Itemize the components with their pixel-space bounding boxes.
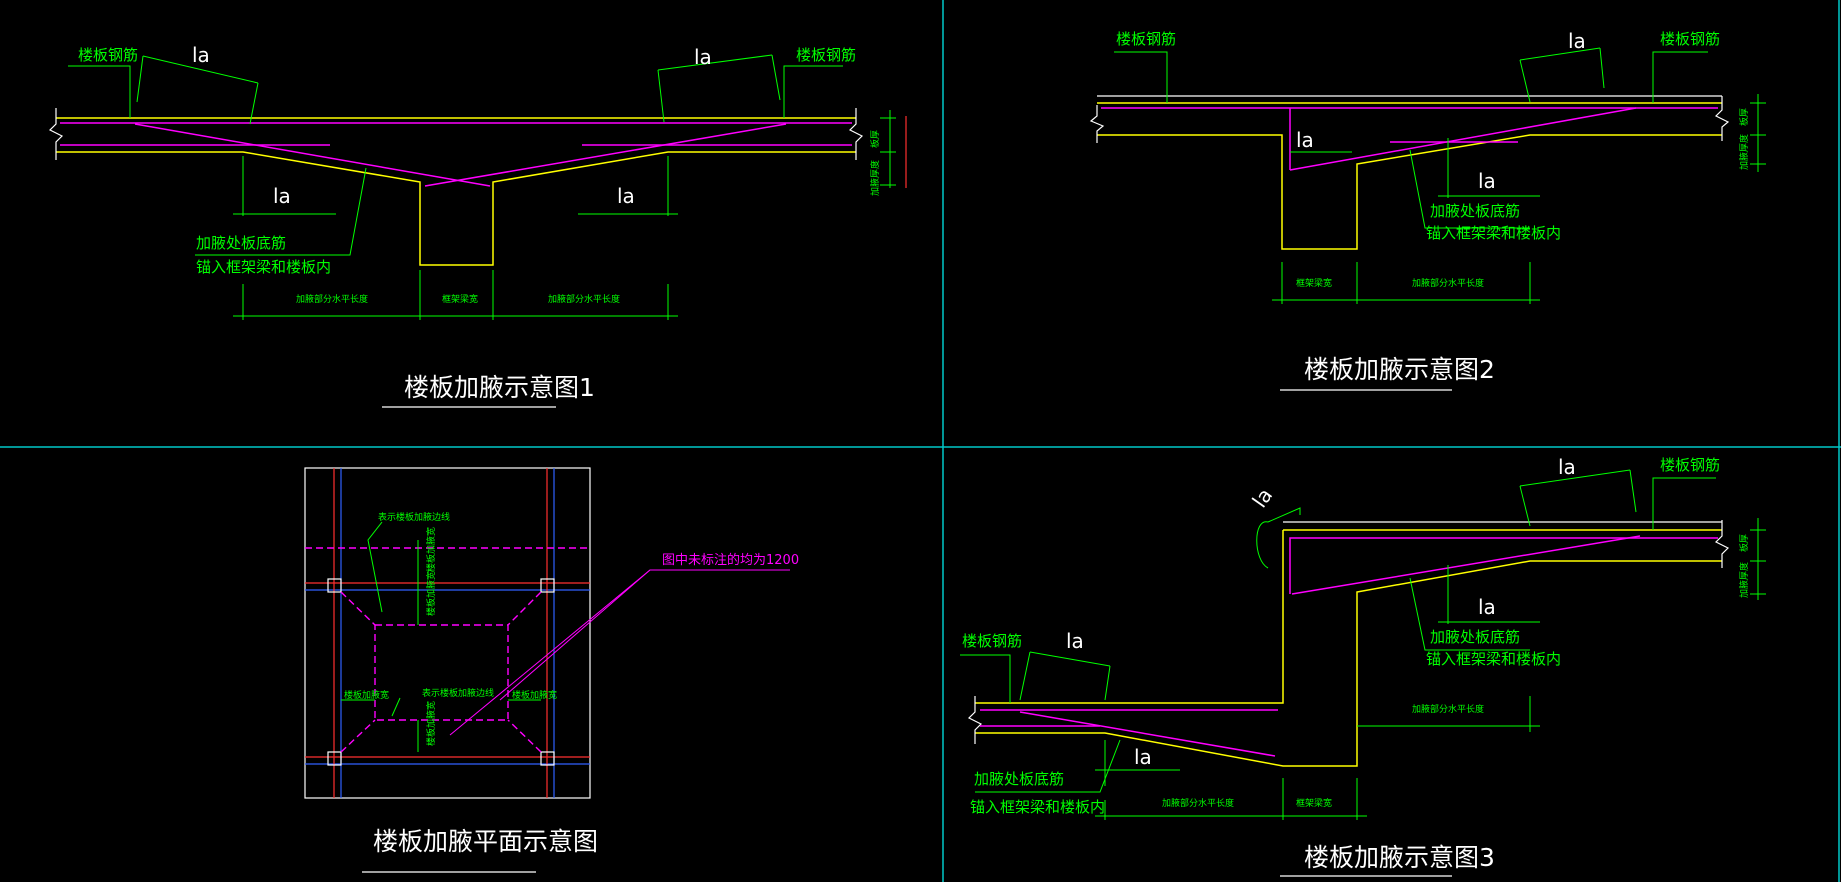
fig1-slab-rebar-label-right: 楼板钢筋 [796,46,856,64]
fig2-dim-haunch-label: 加腋部分水平长度 [1412,277,1484,289]
plan-width-label-2: 楼板加腋宽 [512,689,557,701]
fig3-dimensions [960,469,1766,820]
plan-width-label-4: 楼板加腋宽 [425,571,437,616]
fig2-dim-beam-label: 框架梁宽 [1296,277,1332,289]
fig3-slab-rebar-label-right: 楼板钢筋 [1660,456,1720,474]
plan-note-1200: 图中未标注的均为1200 [662,552,799,568]
fig3-slab-rebar-label-left: 楼板钢筋 [962,632,1022,650]
fig1-la-4: la [617,184,635,208]
figure-1: la la la la 楼板钢筋 楼板钢筋 加腋处板底筋 锚入框架梁和楼板内 加… [48,43,907,408]
figure-2: la la la 楼板钢筋 楼板钢筋 加腋处板底筋 锚入框架梁和楼板内 框架梁宽… [1089,29,1766,391]
plan-width-label-5: 楼板加腋宽 [425,701,437,746]
fig2-title: 楼板加腋示意图2 [1304,355,1495,384]
plan-columns [327,578,555,766]
fig3-la-2: la [1066,629,1084,653]
plan-edge-label-1: 表示楼板加腋边线 [378,511,450,523]
fig3-haunch-thk-label: 加腋厚度 [1738,562,1750,598]
fig3-outline [967,520,1730,744]
plan-dimensions [341,521,541,752]
fig2-slab-rebar-label-right: 楼板钢筋 [1660,30,1720,48]
fig1-haunch-rebar-label: 加腋处板底筋 [196,234,286,252]
fig2-thk-label: 板厚 [1738,108,1750,126]
plan-edge-label-2: 表示楼板加腋边线 [422,687,494,699]
fig1-thk-label: 板厚 [869,130,881,148]
fig1-haunch-thk-label: 加腋厚度 [869,160,881,196]
fig2-anchor-label: 锚入框架梁和楼板内 [1426,224,1561,242]
plan-width-label-3: 楼板加腋宽 [425,527,437,572]
fig2-dimensions [1114,47,1766,304]
fig1-la-1: la [192,43,210,67]
fig1-anchor-label: 锚入框架梁和楼板内 [196,258,331,276]
fig1-la-3: la [273,184,291,208]
fig2-outline [1089,95,1730,143]
fig3-thk-label: 板厚 [1738,534,1750,552]
fig1-slab-rebar-label-left: 楼板钢筋 [78,46,138,64]
plan-figure: 图中未标注的均为1200 表示楼板加腋边线 表示楼板加腋边线 楼板加腋宽 楼板加… [304,467,799,873]
plan-haunch-lines [305,547,590,753]
fig1-break-marks [48,108,864,160]
fig2-haunch-rebar-label: 加腋处板底筋 [1430,202,1520,220]
fig3-la-3: la [1478,595,1496,619]
figure-3: la la la la la 楼板钢筋 楼板钢筋 加腋处板底筋 锚入框架梁和楼板… [960,455,1766,877]
fig3-dim-haunch-right: 加腋部分水平长度 [1412,703,1484,715]
fig1-rebar [60,122,852,187]
fig3-dim-haunch-left: 加腋部分水平长度 [1162,797,1234,809]
fig3-slab-outline [975,529,1722,767]
plan-width-label-1: 楼板加腋宽 [344,689,389,701]
fig2-haunch-thk-label: 加腋厚度 [1738,134,1750,170]
fig1-dim-right-label: 加腋部分水平长度 [548,293,620,305]
fig2-slab-rebar-label-left: 楼板钢筋 [1116,30,1176,48]
plan-axes [305,468,590,798]
fig1-la-2: la [694,45,712,69]
fig3-dim-beam: 框架梁宽 [1296,797,1332,809]
fig1-dim-beam-label: 框架梁宽 [442,293,478,305]
fig3-anchor-label-left: 锚入框架梁和楼板内 [970,798,1105,816]
fig2-rebar [1101,107,1718,171]
plan-border [304,467,591,799]
fig1-title: 楼板加腋示意图1 [404,373,595,402]
fig2-la-1: la [1568,29,1586,53]
plan-title: 楼板加腋平面示意图 [373,827,598,856]
plan-note-leaders [449,569,790,736]
fig3-la-hook: la [1247,484,1277,512]
fig3-la-4: la [1134,745,1152,769]
fig3-la-1: la [1558,455,1576,479]
fig2-slab-outline [1097,102,1722,250]
fig3-haunch-rebar-label-right: 加腋处板底筋 [1430,628,1520,646]
fig3-haunch-rebar-label-left: 加腋处板底筋 [974,770,1064,788]
fig1-dim-left-label: 加腋部分水平长度 [296,293,368,305]
fig3-anchor-label-right: 锚入框架梁和楼板内 [1426,650,1561,668]
fig2-la-3: la [1478,169,1496,193]
fig1-dimensions [68,54,896,320]
fig3-title: 楼板加腋示意图3 [1304,843,1495,872]
fig3-rebar [980,535,1718,757]
fig2-la-2: la [1296,128,1314,152]
fig1-slab-outline [56,117,856,266]
